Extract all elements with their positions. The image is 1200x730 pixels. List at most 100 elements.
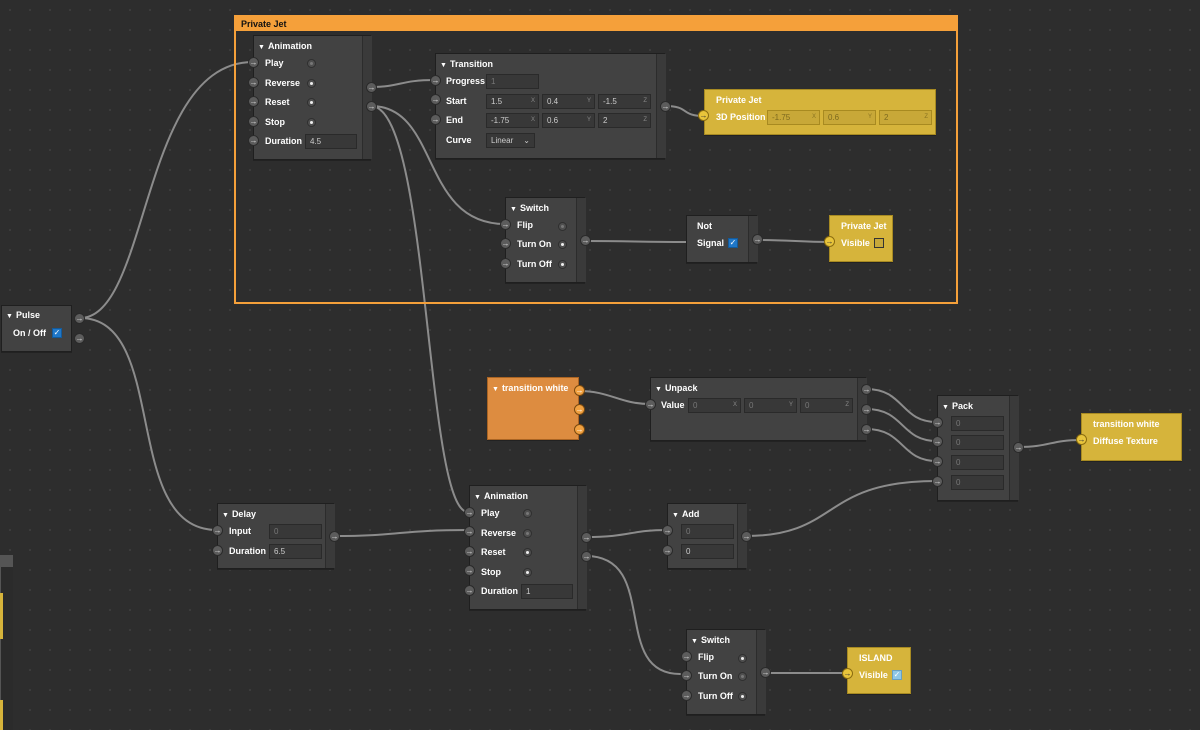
delay-output-port[interactable]: → (329, 531, 340, 542)
add-output-port[interactable]: → (741, 531, 752, 542)
collapse-triangle-icon[interactable]: ▼ (492, 386, 499, 393)
pulse-output-port-2[interactable]: → (74, 333, 85, 344)
partial-yellow-node-top[interactable] (0, 593, 3, 639)
reset-button[interactable] (307, 98, 316, 107)
anim1-output-port-2[interactable]: → (366, 101, 377, 112)
signal-checkbox[interactable]: ✓ (728, 238, 738, 248)
partial-node-left-edge[interactable] (0, 555, 13, 730)
anim1-play-port[interactable]: → (248, 57, 259, 68)
reverse-button[interactable] (523, 529, 532, 538)
stop-button[interactable] (307, 118, 316, 127)
collapse-triangle-icon[interactable]: ▼ (258, 44, 265, 51)
anim1-output-port-1[interactable]: → (366, 82, 377, 93)
jetvis-input-port[interactable]: → (824, 236, 835, 247)
not-node[interactable]: Not Signal ✓ (686, 215, 758, 263)
add-input-port-b[interactable]: → (662, 545, 673, 556)
switch-node-2[interactable]: ▼Switch Flip Turn On Turn Off (686, 629, 766, 715)
anim2-stop-port[interactable]: → (464, 565, 475, 576)
duration-field[interactable]: 4.5 (305, 134, 357, 149)
duration-field[interactable]: 1 (521, 584, 573, 599)
unpack-output-port-y[interactable]: → (861, 404, 872, 415)
add-node[interactable]: ▼Add 0 0 (667, 503, 747, 569)
visible-checkbox[interactable] (874, 238, 884, 248)
collapse-triangle-icon[interactable]: ▼ (440, 62, 447, 69)
transwhite-output-port-1[interactable]: → (574, 385, 585, 396)
pack-field-2[interactable]: 0 (951, 435, 1004, 450)
anim2-output-port-1[interactable]: → (581, 532, 592, 543)
pack-field-1[interactable]: 0 (951, 416, 1004, 431)
collapse-triangle-icon[interactable]: ▼ (691, 638, 698, 645)
pack-input-port-4[interactable]: → (932, 476, 943, 487)
diffuse-input-port[interactable]: → (1076, 434, 1087, 445)
switch2-flip-port[interactable]: → (681, 651, 692, 662)
island-input-port[interactable]: → (842, 668, 853, 679)
animation-node-1[interactable]: ▼Animation Play Reverse Reset Stop Durat… (253, 35, 372, 160)
collapse-triangle-icon[interactable]: ▼ (474, 494, 481, 501)
collapse-triangle-icon[interactable]: ▼ (222, 512, 229, 519)
anim2-duration-port[interactable]: → (464, 585, 475, 596)
pack-input-port-1[interactable]: → (932, 417, 943, 428)
not-output-port[interactable]: → (752, 234, 763, 245)
play-button[interactable] (523, 509, 532, 518)
diffuse-texture-node[interactable]: transition white Diffuse Texture (1081, 413, 1182, 461)
partial-yellow-node-bottom[interactable] (0, 700, 3, 730)
anim1-duration-port[interactable]: → (248, 135, 259, 146)
unpack-value-port[interactable]: → (645, 399, 656, 410)
transition-progress-port[interactable]: → (430, 75, 441, 86)
switch1-output-port[interactable]: → (580, 235, 591, 246)
unpack-output-port-z[interactable]: → (861, 424, 872, 435)
curve-select[interactable]: Linear⌄ (486, 133, 535, 148)
anim1-stop-port[interactable]: → (248, 116, 259, 127)
pack-field-3[interactable]: 0 (951, 455, 1004, 470)
anim1-reset-port[interactable]: → (248, 96, 259, 107)
visible-checkbox[interactable]: ✓ (892, 670, 902, 680)
add-field-b[interactable]: 0 (681, 544, 734, 559)
transition-output-port[interactable]: → (660, 101, 671, 112)
pack-input-port-2[interactable]: → (932, 436, 943, 447)
on-off-checkbox[interactable]: ✓ (52, 328, 62, 338)
anim2-reverse-port[interactable]: → (464, 526, 475, 537)
progress-field[interactable]: 1 (486, 74, 539, 89)
flip-button[interactable] (558, 222, 567, 231)
pack-node[interactable]: ▼Pack 0 0 0 0 (937, 395, 1019, 501)
transition-start-port[interactable]: → (430, 94, 441, 105)
island-visible-node[interactable]: ISLAND Visible ✓ (847, 647, 911, 694)
transition-white-node[interactable]: ▼transition white (487, 377, 579, 440)
animation-node-2[interactable]: ▼Animation Play Reverse Reset Stop Durat… (469, 485, 587, 610)
anim2-reset-port[interactable]: → (464, 546, 475, 557)
add-input-port-a[interactable]: → (662, 525, 673, 536)
pulse-output-port-1[interactable]: → (74, 313, 85, 324)
turn-on-button[interactable] (558, 240, 567, 249)
turn-off-button[interactable] (738, 692, 747, 701)
transwhite-output-port-3[interactable]: → (574, 424, 585, 435)
switch-node-1[interactable]: ▼Switch Flip Turn On Turn Off (505, 197, 586, 283)
anim1-reverse-port[interactable]: → (248, 77, 259, 88)
switch1-turn-on-port[interactable]: → (500, 238, 511, 249)
pack-output-port[interactable]: → (1013, 442, 1024, 453)
switch1-turn-off-port[interactable]: → (500, 258, 511, 269)
private-jet-visible-node[interactable]: Private Jet Visible (829, 215, 893, 262)
collapse-triangle-icon[interactable]: ▼ (942, 404, 949, 411)
turn-on-button[interactable] (738, 672, 747, 681)
unpack-output-port-x[interactable]: → (861, 384, 872, 395)
collapse-triangle-icon[interactable]: ▼ (6, 313, 13, 320)
switch1-flip-port[interactable]: → (500, 219, 511, 230)
transwhite-output-port-2[interactable]: → (574, 404, 585, 415)
anim2-play-port[interactable]: → (464, 507, 475, 518)
pack-field-4[interactable]: 0 (951, 475, 1004, 490)
delay-duration-port[interactable]: → (212, 545, 223, 556)
pulse-node[interactable]: ▼Pulse On / Off ✓ (1, 305, 72, 352)
anim2-output-port-2[interactable]: → (581, 551, 592, 562)
reset-button[interactable] (523, 548, 532, 557)
transition-end-port[interactable]: → (430, 114, 441, 125)
